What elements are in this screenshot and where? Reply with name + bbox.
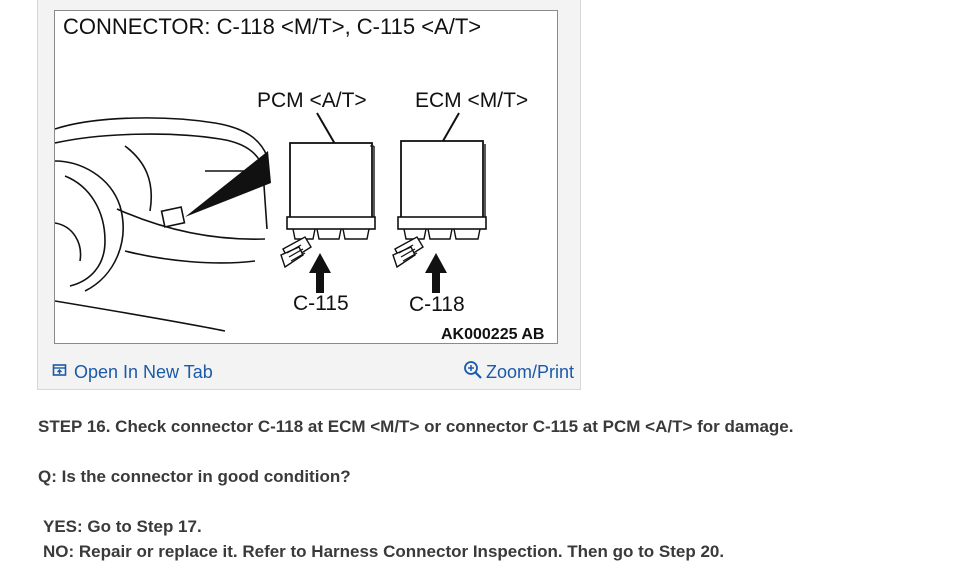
- figure-link-bar: Open In New Tab Zoom/Print: [38, 356, 582, 390]
- open-in-new-tab-link[interactable]: Open In New Tab: [52, 362, 213, 383]
- zoom-print-link[interactable]: Zoom/Print: [463, 360, 574, 385]
- dash-connector-box: [160, 206, 186, 228]
- pcm-leader-line: [316, 112, 336, 145]
- c115-label: C-115: [293, 292, 349, 315]
- diagram-title: CONNECTOR: C-118 <M/T>, C-115 <A/T>: [63, 14, 481, 39]
- question-text: Q: Is the connector in good condition?: [38, 467, 351, 486]
- c118-label: C-118: [409, 293, 465, 316]
- ecm-label: ECM <M/T>: [415, 89, 528, 112]
- figure-code: AK000225 AB: [441, 326, 544, 343]
- pcm-label: PCM <A/T>: [257, 89, 367, 112]
- answer-no: NO: Repair or replace it. Refer to Harne…: [43, 542, 725, 561]
- dashboard-outline: [55, 117, 268, 332]
- open-in-new-tab-label: Open In New Tab: [74, 362, 213, 382]
- figure-card: CONNECTOR: C-118 <M/T>, C-115 <A/T> PCM …: [37, 0, 581, 390]
- magnifier-icon: [463, 360, 483, 385]
- pcm-module: [280, 142, 376, 269]
- arrow-c115: [309, 253, 331, 293]
- step-instruction: STEP 16. Check connector C-118 at ECM <M…: [38, 417, 794, 436]
- zoom-print-label: Zoom/Print: [485, 362, 574, 382]
- ecm-leader-line: [442, 112, 460, 142]
- answer-yes: YES: Go to Step 17.: [43, 517, 202, 536]
- pointer-wedge: [185, 151, 271, 217]
- ecm-module: [392, 140, 487, 269]
- connector-illustration: CONNECTOR: C-118 <M/T>, C-115 <A/T> PCM …: [55, 14, 544, 343]
- open-in-new-tab-icon: [52, 362, 68, 383]
- arrow-c118: [425, 253, 447, 293]
- connector-diagram: CONNECTOR: C-118 <M/T>, C-115 <A/T> PCM …: [54, 10, 558, 344]
